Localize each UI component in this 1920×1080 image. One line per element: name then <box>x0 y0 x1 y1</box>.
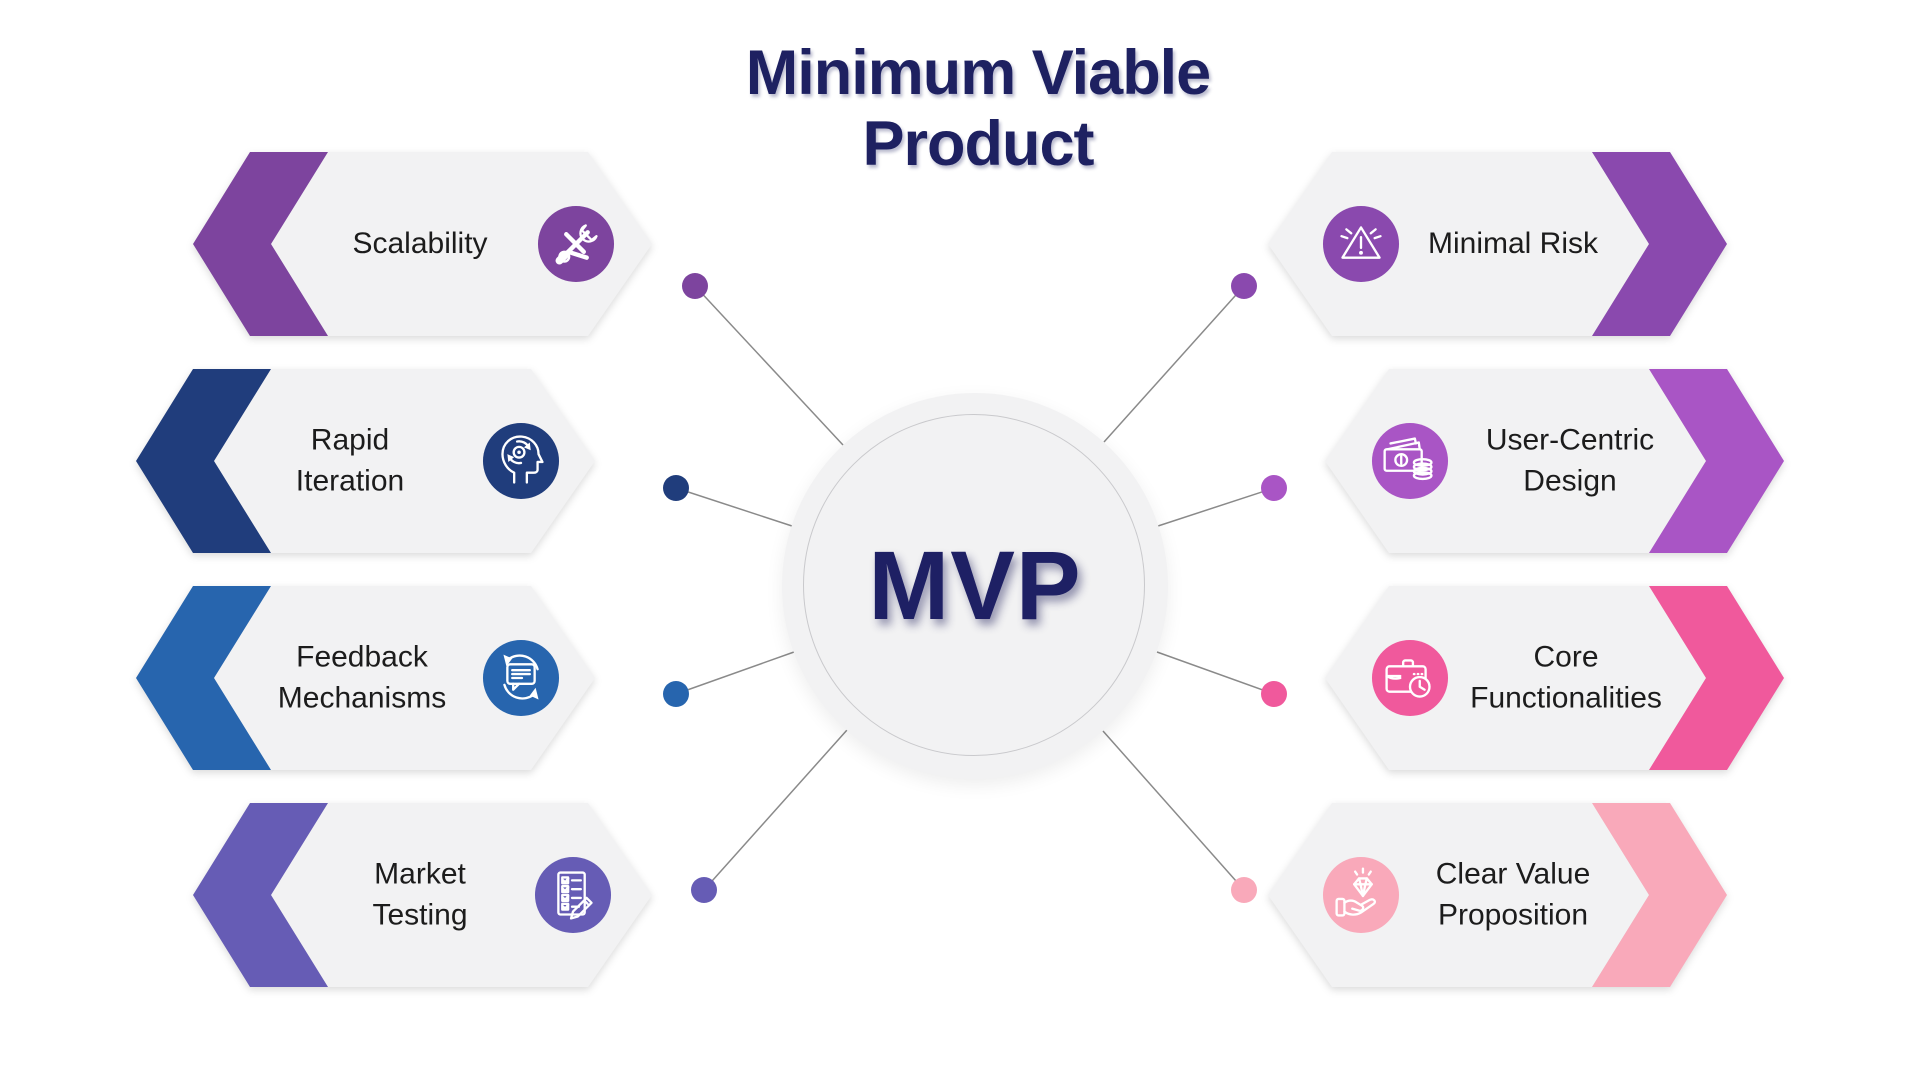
banner-scalability: Scalability <box>193 152 653 336</box>
banner-user-centric-design: User-Centric Design <box>1325 369 1785 553</box>
banner-scalability-label: Scalability <box>352 226 488 260</box>
warning-icon <box>1322 205 1400 283</box>
banner-market-testing-label: Market Testing <box>372 857 468 932</box>
banner-core-functionalities-shape <box>1325 586 1784 770</box>
connector-line-user-centric-design <box>1157 487 1275 527</box>
banner-minimal-risk-label: Minimal Risk <box>1427 226 1599 260</box>
banner-body <box>214 369 595 553</box>
connector-dot-minimal-risk <box>1231 273 1257 299</box>
connector-line-minimal-risk <box>1103 285 1245 443</box>
banner-feedback-mechanisms-shape <box>136 586 595 770</box>
connector-dot-clear-value-proposition <box>1231 877 1257 903</box>
banner-chevron <box>193 152 328 336</box>
banner-market-testing: Market Testing <box>193 803 653 987</box>
banner-chevron <box>1592 152 1727 336</box>
banner-chevron <box>1649 369 1784 553</box>
banner-user-centric-design-shape <box>1325 369 1784 553</box>
banner-rapid-iteration: Rapid Iteration <box>136 369 596 553</box>
connector-dot-rapid-iteration <box>663 475 689 501</box>
briefcase-clock-icon <box>1371 639 1449 717</box>
tools-icon <box>537 205 615 283</box>
center-circle: MVP <box>782 393 1168 779</box>
connector-dot-scalability <box>682 273 708 299</box>
banner-clear-value-proposition-label: Clear Value Proposition <box>1435 857 1591 932</box>
banner-core-functionalities: Core Functionalities <box>1325 586 1785 770</box>
banner-body <box>1325 586 1706 770</box>
banner-clear-value-proposition: Clear Value Proposition <box>1268 803 1728 987</box>
connector-line-scalability <box>694 285 844 446</box>
banner-user-centric-design-label: User-Centric Design <box>1485 423 1655 498</box>
banner-core-functionalities-label: Core Functionalities <box>1470 640 1662 715</box>
banner-body <box>1268 152 1649 336</box>
head-gear-icon <box>482 422 560 500</box>
banner-clear-value-proposition-shape <box>1268 803 1727 987</box>
center-ring <box>803 414 1145 756</box>
connector-dot-feedback-mechanisms <box>663 681 689 707</box>
hand-diamond-icon <box>1322 856 1400 934</box>
connector-line-rapid-iteration <box>675 487 793 527</box>
banner-feedback-mechanisms-label: Feedback Mechanisms <box>277 640 447 715</box>
connector-dot-core-functionalities <box>1261 681 1287 707</box>
connector-line-core-functionalities <box>1156 651 1275 695</box>
connector-dot-market-testing <box>691 877 717 903</box>
banner-chevron <box>1649 586 1784 770</box>
money-icon <box>1371 422 1449 500</box>
banner-body <box>271 152 652 336</box>
banner-body <box>214 586 595 770</box>
banner-chevron <box>136 586 271 770</box>
banner-market-testing-shape <box>193 803 652 987</box>
banner-chevron <box>1592 803 1727 987</box>
banner-scalability-shape <box>193 152 652 336</box>
connector-line-feedback-mechanisms <box>675 651 795 695</box>
banner-minimal-risk-shape <box>1268 152 1727 336</box>
banner-rapid-iteration-label: Rapid Iteration <box>295 423 405 498</box>
banner-chevron <box>193 803 328 987</box>
connector-line-clear-value-proposition <box>1102 730 1245 891</box>
banner-chevron <box>136 369 271 553</box>
chat-refresh-icon <box>482 639 560 717</box>
banner-body <box>1325 369 1706 553</box>
checklist-pencil-icon <box>534 856 612 934</box>
connector-dot-user-centric-design <box>1261 475 1287 501</box>
banner-minimal-risk: Minimal Risk <box>1268 152 1728 336</box>
diagram-title: Minimum Viable Product <box>745 38 1211 180</box>
banner-rapid-iteration-shape <box>136 369 595 553</box>
banner-feedback-mechanisms: Feedback Mechanisms <box>136 586 596 770</box>
connector-line-market-testing <box>703 729 848 891</box>
banner-body <box>1268 803 1649 987</box>
banner-body <box>271 803 652 987</box>
center-label: MVP <box>868 531 1082 640</box>
